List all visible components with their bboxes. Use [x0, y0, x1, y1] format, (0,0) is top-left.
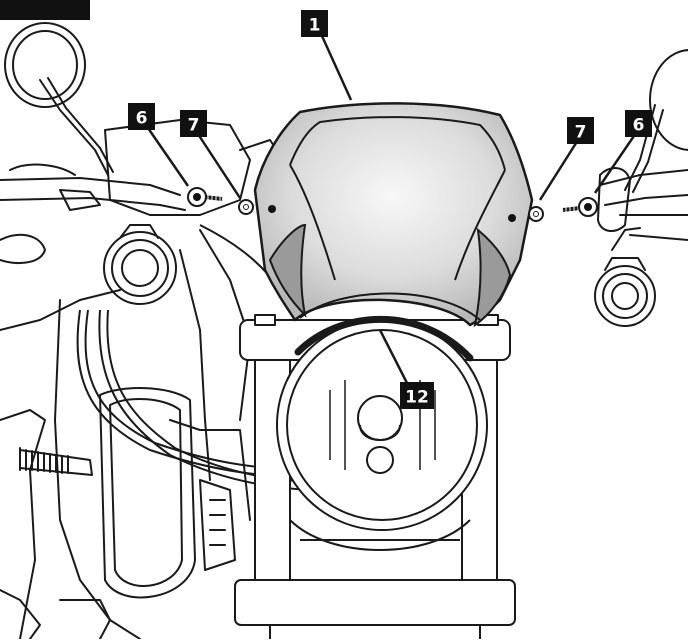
corner-tab: [0, 0, 90, 20]
callout-7-left-label: 7: [188, 116, 200, 136]
right-mirror: [649, 49, 688, 151]
callout-6-left: 6: [128, 103, 155, 130]
callout-7-right-label: 7: [575, 123, 587, 143]
headlight-lens: [286, 329, 478, 521]
fork-headlight-assembly: [234, 314, 516, 639]
right-handlebar-assembly: [594, 49, 688, 327]
callout-12: 12: [400, 382, 434, 409]
callout-6-right: 6: [625, 110, 652, 137]
callout-7-left: 7: [180, 110, 207, 137]
lower-yoke: [234, 579, 516, 626]
left-mirror: [4, 22, 86, 108]
leader-lines: [146, 35, 638, 386]
callout-1-label: 1: [309, 16, 321, 36]
left-hardware: [187, 187, 254, 215]
callout-6-right-label: 6: [633, 116, 645, 136]
callout-7-right: 7: [567, 117, 594, 144]
windscreen: [253, 102, 534, 328]
callout-6-left-label: 6: [136, 109, 148, 129]
mount-hole-right: [508, 214, 516, 222]
callout-12-label: 12: [405, 388, 429, 408]
callout-1: 1: [301, 10, 328, 37]
left-handlebar-assembly: [0, 22, 291, 640]
mount-hole-left: [268, 205, 276, 213]
edge-trim-strip: [294, 316, 474, 362]
right-hardware: [528, 197, 598, 222]
